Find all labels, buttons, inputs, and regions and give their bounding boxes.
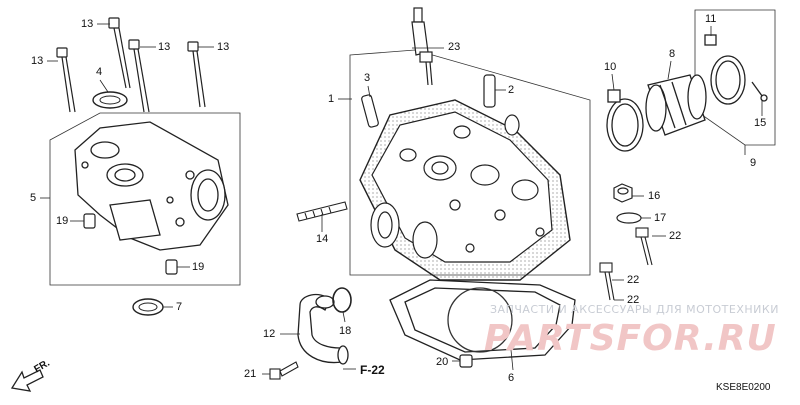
head-gasket-6 [389, 279, 576, 361]
callout-6: 6 [508, 372, 515, 384]
cylinder-head-group-frame [349, 49, 591, 276]
watermark-logo: PARTSFOR.RU [484, 318, 777, 359]
callout-18: 18 [339, 325, 352, 337]
callout-10: 10 [604, 61, 617, 73]
callout-21: 21 [244, 368, 257, 380]
bolt-13-group [56, 17, 206, 113]
spark-plug-23 [411, 7, 433, 86]
leader-lines [40, 23, 763, 375]
bolt-21 [269, 361, 299, 380]
callout-3: 3 [364, 72, 371, 84]
callout-13-d: 13 [217, 41, 230, 53]
callout-14: 14 [316, 233, 329, 245]
callout-4: 4 [96, 66, 103, 78]
o-ring-18 [332, 287, 352, 313]
washer-17 [616, 212, 642, 224]
callout-1: 1 [328, 93, 335, 105]
clamp-assembly-9 [704, 34, 768, 105]
callout-22-c: 22 [627, 294, 640, 306]
callout-7: 7 [176, 301, 183, 313]
dowel-20 [459, 354, 473, 368]
callout-15: 15 [754, 117, 767, 129]
oil-seal-4 [92, 91, 128, 109]
insulator-8 [645, 74, 707, 136]
dowel-19-lower [165, 259, 178, 275]
callout-8: 8 [669, 48, 676, 60]
cylinder-head-1 [359, 99, 571, 281]
callout-13-b: 13 [31, 55, 44, 67]
callout-13-a: 13 [81, 18, 94, 30]
water-joint-12 [297, 293, 349, 365]
watermark-text: ЗАПЧАСТИ И АКСЕССУАРЫ ДЛЯ МОТОТЕХНИКИ [490, 303, 779, 316]
reference-f22: F-22 [360, 363, 385, 377]
diagram-code: KSE8E0200 [716, 382, 771, 393]
dowel-19-left [83, 213, 96, 229]
callout-9: 9 [750, 157, 757, 169]
valve-guide-2 [483, 74, 496, 108]
callout-13-c: 13 [158, 41, 171, 53]
nut-16 [613, 183, 633, 203]
callout-23: 23 [448, 41, 461, 53]
callout-11: 11 [705, 13, 717, 25]
callout-20: 20 [436, 356, 449, 368]
callout-17: 17 [654, 212, 667, 224]
front-arrow-icon [10, 369, 44, 392]
stud-bolt-14 [296, 201, 348, 222]
callout-22-a: 22 [669, 230, 682, 242]
callout-2: 2 [508, 84, 515, 96]
callout-12: 12 [263, 328, 276, 340]
callout-19-b: 19 [192, 261, 205, 273]
callout-16: 16 [648, 190, 661, 202]
clamp-band-10 [606, 89, 644, 152]
cam-holder-group-frame [49, 112, 241, 286]
cam-holder-5 [74, 121, 229, 251]
valve-guide-3 [361, 94, 379, 128]
callout-22-b: 22 [627, 274, 640, 286]
callout-5: 5 [30, 192, 37, 204]
seal-7 [132, 298, 164, 316]
callout-19-a: 19 [56, 215, 69, 227]
bolts-22 [599, 227, 653, 301]
